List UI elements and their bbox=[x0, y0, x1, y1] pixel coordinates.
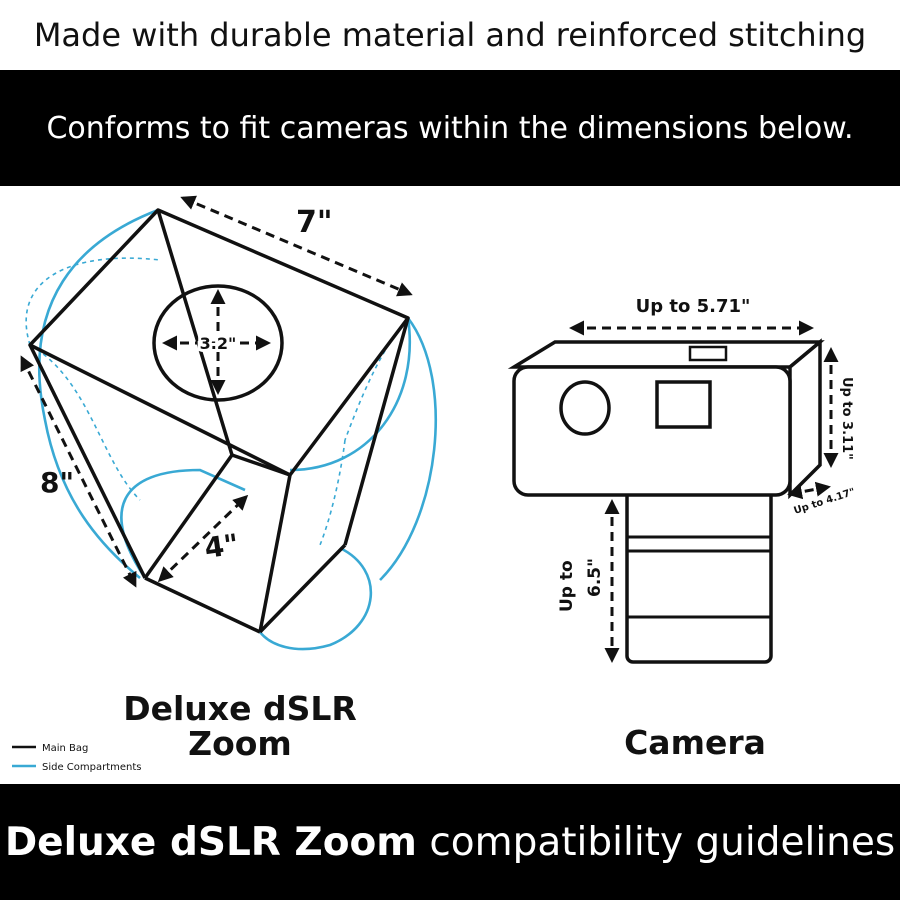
legend-main-bag-label: Main Bag bbox=[42, 743, 88, 754]
bottom-banner-rest: compatibility guidelines bbox=[416, 819, 896, 865]
camera-dimension-arrows bbox=[569, 320, 839, 663]
camera-dim-width: Up to 5.71" bbox=[636, 296, 751, 317]
side-compartments-outline bbox=[25, 208, 438, 651]
bag-dim-top: 7" bbox=[296, 205, 333, 240]
bag-dim-bottom: 4" bbox=[202, 528, 240, 565]
mid-banner: Conforms to fit cameras within the dimen… bbox=[0, 70, 900, 186]
bag-dimension-arrows bbox=[20, 195, 413, 588]
camera-dim-lens-1: Up to bbox=[557, 560, 577, 612]
camera-title: Camera bbox=[624, 723, 766, 762]
bag-dim-circle: 3.2" bbox=[200, 334, 237, 353]
bottom-banner-bold: Deluxe dSLR Zoom bbox=[4, 819, 417, 865]
top-banner: Made with durable material and reinforce… bbox=[0, 0, 900, 70]
compatibility-diagram: 7" 3.2" 8" 4" Up to 5.71" Up to 3.11" Up… bbox=[12, 195, 857, 773]
bag-dim-left: 8" bbox=[40, 466, 74, 499]
camera-dim-lens-2: 6.5" bbox=[585, 558, 605, 597]
bag-title-line2: Zoom bbox=[188, 724, 292, 763]
bag-title-line1: Deluxe dSLR bbox=[123, 689, 357, 728]
main-bag-outline bbox=[28, 208, 410, 634]
legend-side-label: Side Compartments bbox=[42, 762, 142, 773]
top-banner-text: Made with durable material and reinforce… bbox=[33, 16, 867, 54]
mid-banner-text: Conforms to fit cameras within the dimen… bbox=[46, 110, 854, 146]
camera-dim-height: Up to 3.11" bbox=[839, 377, 854, 460]
bottom-banner: Deluxe dSLR Zoom compatibility guideline… bbox=[0, 784, 900, 900]
camera-illustration bbox=[507, 338, 825, 664]
camera-dim-depth: Up to 4.17" bbox=[793, 487, 857, 517]
legend: Main Bag Side Compartments bbox=[12, 743, 142, 773]
bottom-banner-text: Deluxe dSLR Zoom compatibility guideline… bbox=[5, 820, 895, 865]
